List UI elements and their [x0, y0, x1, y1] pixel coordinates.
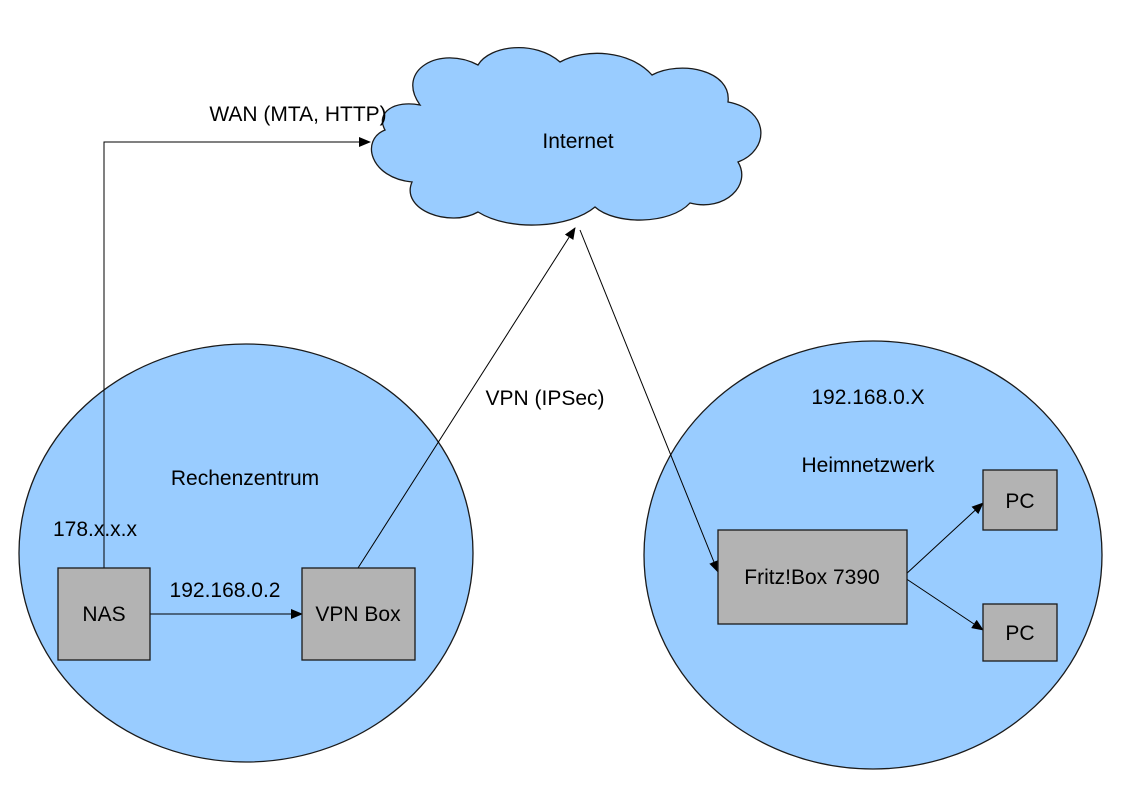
fritzbox-to-pc-bottom-link — [904, 577, 984, 631]
vpn-link — [357, 227, 576, 569]
pc-bottom-box — [982, 603, 1058, 662]
home-network-subnet: 192.168.0.X — [811, 386, 924, 409]
internet-cloud — [370, 46, 762, 226]
fritzbox-to-pc-top-link — [904, 502, 984, 576]
fritzbox-box — [717, 529, 908, 625]
lan-link-label: 192.168.0.2 — [170, 579, 281, 602]
vpn-box-label: VPN Box — [315, 603, 401, 626]
pc-bottom-label: PC — [1005, 622, 1034, 645]
home-network-label: Heimnetzwerk — [801, 454, 935, 477]
pc-top-box — [982, 469, 1058, 531]
wan-link — [103, 137, 371, 568]
datacenter-label: Rechenzentrum — [171, 467, 319, 490]
internet-to-fritzbox-link — [579, 229, 719, 573]
vpn-box — [301, 567, 416, 661]
nas-box — [57, 567, 151, 661]
nas-label: NAS — [82, 603, 125, 626]
internet-label: Internet — [542, 130, 613, 153]
vpn-link-label: VPN (IPSec) — [485, 387, 604, 410]
fritzbox-label: Fritz!Box 7390 — [744, 566, 879, 589]
nas-public-ip: 178.x.x.x — [53, 518, 138, 541]
wan-link-label: WAN (MTA, HTTP) — [209, 103, 386, 126]
datacenter-zone — [18, 343, 474, 763]
pc-top-label: PC — [1005, 490, 1034, 513]
